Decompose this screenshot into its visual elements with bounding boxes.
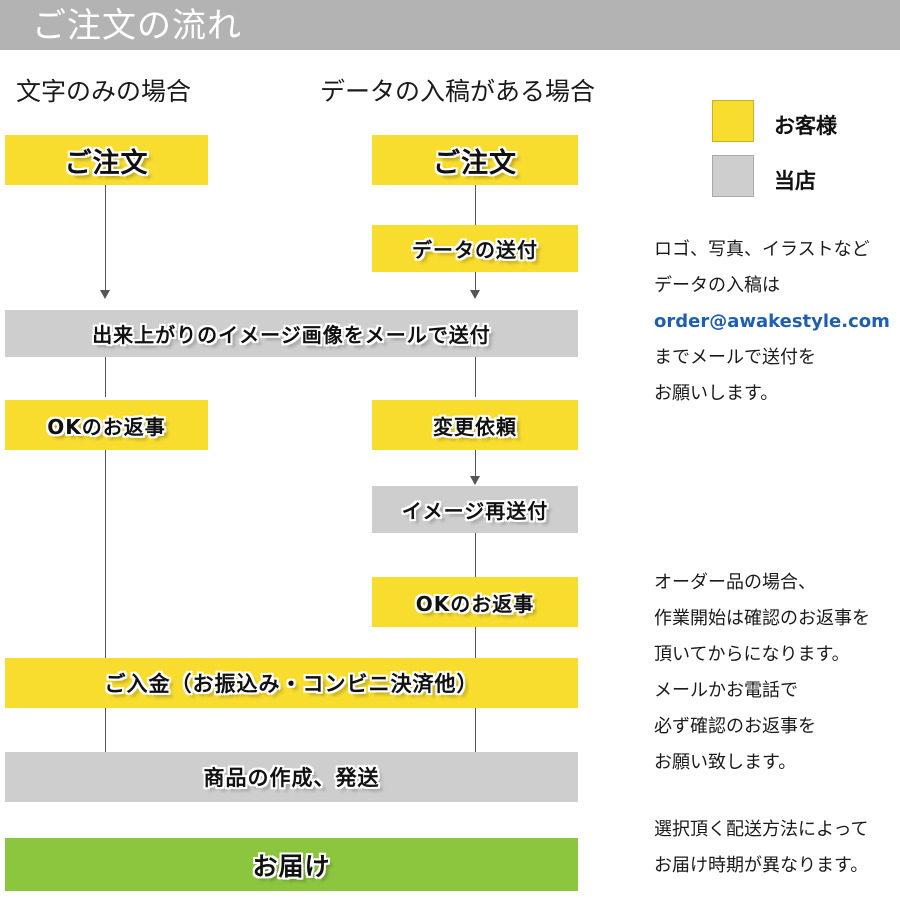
connector-right-image-to-change [475, 357, 476, 397]
legend-swatch-shop [712, 155, 754, 197]
flow-box-ok-reply-right[interactable]: OKのお返事 [372, 577, 578, 627]
connector-right-payment-to-production [475, 708, 476, 752]
connector-left-ok-to-payment [105, 450, 106, 660]
flow-box-ok-reply-left[interactable]: OKのお返事 [5, 400, 208, 450]
flow-box-image-resend[interactable]: イメージ再送付 [372, 486, 578, 533]
note-order-line-4: メールかお電話で [654, 680, 798, 701]
flow-box-change-request[interactable]: 変更依頼 [372, 400, 578, 450]
note-order-line-6: お願い致します。 [654, 752, 797, 773]
legend-label-shop: 当店 [774, 169, 816, 193]
note-shipping-line-1: 選択頂く配送方法によって [654, 819, 869, 840]
flow-box-right-order[interactable]: ご注文 [372, 135, 578, 185]
note-order-line-2: 作業開始は確認のお返事を [654, 608, 870, 629]
connector-right-resend-to-ok [475, 533, 476, 577]
column-caption-text-only: 文字のみの場合 [16, 77, 192, 106]
connector-right-datasend-to-image [475, 272, 476, 290]
flow-box-left-order[interactable]: ご注文 [5, 135, 208, 185]
note-shipping-line-2: お届け時期が異なります。 [654, 855, 869, 876]
note-data-line-1: ロゴ、写真、イラストなど [654, 239, 870, 260]
arrowhead-left-order-to-image [100, 290, 110, 299]
flow-box-data-send[interactable]: データの送付 [372, 225, 578, 272]
column-caption-with-data: データの入稿がある場合 [320, 77, 596, 106]
legend-label-customer: お客様 [774, 114, 837, 138]
note-order-line-1: オーダー品の場合、 [654, 572, 816, 593]
note-order-line-5: 必ず確認のお返事を [654, 716, 816, 737]
note-order-confirmation: オーダー品の場合、 作業開始は確認のお返事を 頂いてからになります。 メールかお… [654, 565, 870, 781]
arrowhead-right-datasend-to-image [470, 290, 480, 299]
flow-box-payment[interactable]: ご入金（お振込み・コンビニ決済他） [5, 658, 578, 708]
note-data-submission: ロゴ、写真、イラストなど データの入稿は order@awakestyle.co… [654, 232, 890, 412]
connector-left-payment-to-production [105, 708, 106, 752]
connector-left-order-to-image [105, 185, 106, 290]
flow-box-image-mail[interactable]: 出来上がりのイメージ画像をメールで送付 [5, 310, 578, 357]
email-link[interactable]: order@awakestyle.com [654, 311, 890, 332]
flow-box-production[interactable]: 商品の作成、発送 [5, 752, 578, 802]
arrowhead-right-change-to-resend [470, 476, 480, 485]
connector-left-image-to-ok [105, 357, 106, 397]
note-order-line-3: 頂いてからになります。 [654, 644, 850, 665]
note-shipping: 選択頂く配送方法によって お届け時期が異なります。 [654, 812, 869, 884]
flow-box-delivery[interactable]: お届け [5, 838, 578, 891]
connector-right-change-to-resend [475, 450, 476, 476]
note-data-line-4: までメールで送付を [654, 347, 816, 368]
page-title: ご注文の流れ [32, 6, 242, 46]
note-data-line-5: お願いします。 [654, 383, 779, 404]
connector-right-order-to-datasend [475, 185, 476, 225]
connector-right-ok-to-payment [475, 627, 476, 660]
legend-swatch-customer [712, 100, 754, 142]
note-data-line-2: データの入稿は [654, 275, 780, 296]
header-bar [0, 0, 900, 50]
